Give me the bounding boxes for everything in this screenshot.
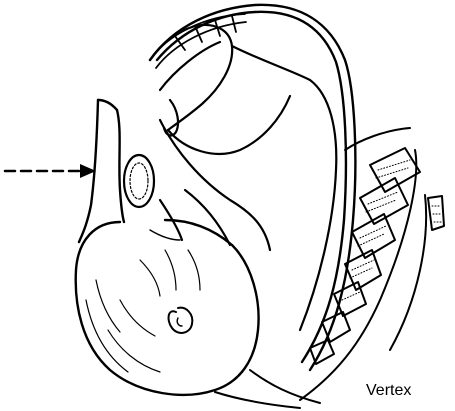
fetal-head — [76, 220, 259, 395]
birth-canal — [215, 370, 320, 408]
fetal-ear — [169, 308, 193, 333]
vertex-label: Vertex — [366, 382, 411, 400]
pubic-bone — [124, 155, 154, 207]
coccyx — [428, 196, 444, 230]
uterus-outline — [79, 5, 355, 370]
dashed-arrow — [5, 164, 96, 178]
sacrum-vertebrae — [300, 128, 426, 400]
fetal-body — [150, 25, 336, 330]
